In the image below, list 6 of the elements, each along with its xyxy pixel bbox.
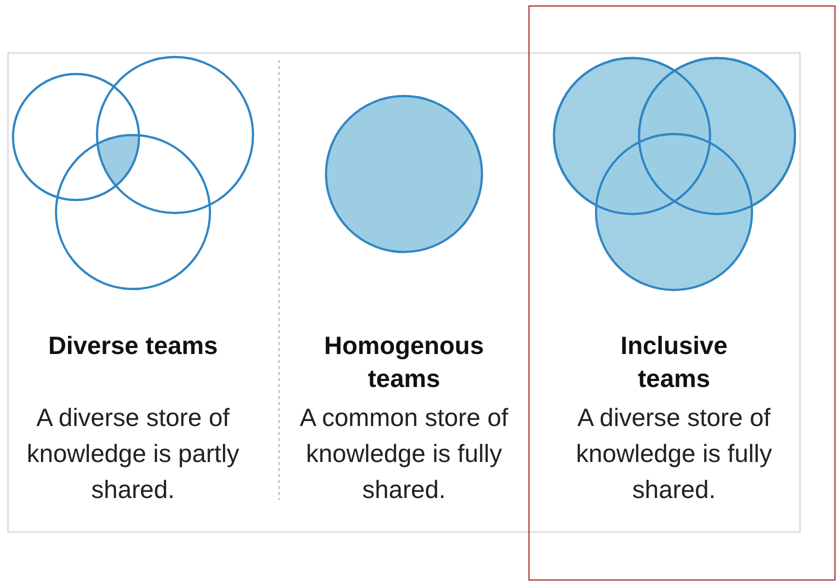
- panel-heading: Homogenous teams: [323, 331, 485, 395]
- panel-heading: Inclusive teams: [620, 331, 728, 395]
- panel-description: A diverse store of knowledge is partly shared.: [26, 403, 240, 506]
- panel-heading: Diverse teams: [47, 331, 219, 362]
- panel-description: A common store of knowledge is fully shared.: [298, 403, 510, 506]
- panel-description: A diverse store of knowledge is fully shared.: [575, 403, 773, 506]
